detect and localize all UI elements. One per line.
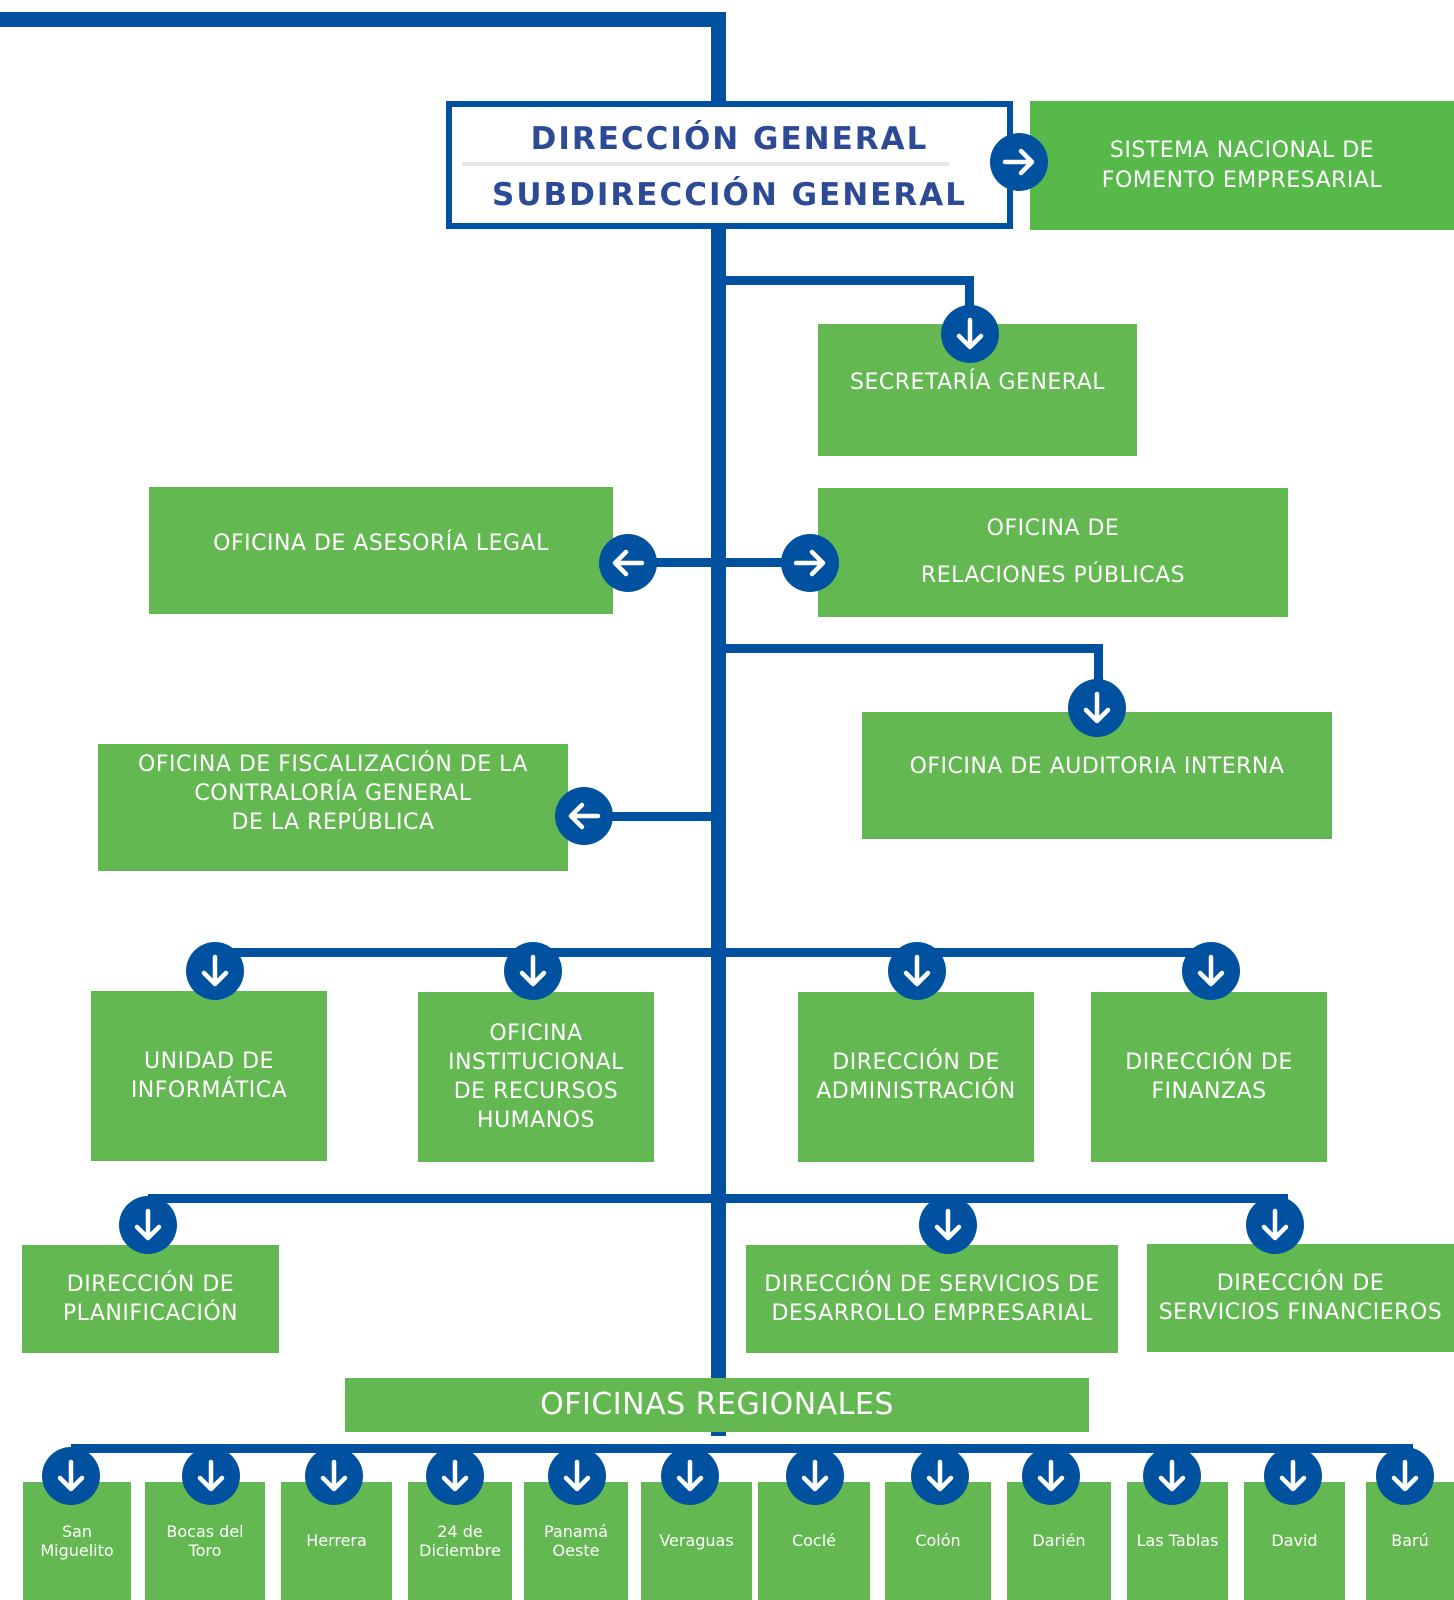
divider (462, 162, 949, 166)
arrow-right-icon (990, 133, 1048, 191)
unit-asesoria-legal: OFICINA DE ASESORÍA LEGAL (149, 487, 613, 614)
arrow-down-icon (548, 1447, 606, 1505)
connector-line (711, 12, 726, 104)
unit-label: UNIDAD DE INFORMÁTICA (130, 1048, 288, 1103)
unit-label: SECRETARÍA GENERAL (849, 370, 1106, 395)
arrow-down-icon (1022, 1447, 1080, 1505)
regional-office-label: Coclé (791, 1531, 837, 1551)
connector-line (0, 12, 726, 27)
regional-office-label: Las Tablas (1136, 1531, 1219, 1551)
connector-line (71, 1444, 1413, 1453)
arrow-left-icon (599, 534, 657, 592)
unit-servicios-financieros: DIRECCIÓN DE SERVICIOS FINANCIEROS (1147, 1244, 1454, 1352)
oficinas-regionales-banner: OFICINAS REGIONALES (345, 1378, 1089, 1432)
unit-label: OFICINA DE ASESORÍA LEGAL (213, 531, 549, 556)
arrow-down-icon (661, 1447, 719, 1505)
banner-label: OFICINAS REGIONALES (540, 1387, 894, 1423)
head-box: DIRECCIÓN GENERAL SUBDIRECCIÓN GENERAL (446, 101, 1013, 229)
unit-recursos-humanos: OFICINA INSTITUCIONAL DE RECURSOS HUMANO… (418, 992, 654, 1162)
arrow-down-icon (1143, 1447, 1201, 1505)
arrow-down-icon (182, 1447, 240, 1505)
connector-line (148, 1194, 1288, 1203)
arrow-down-icon (786, 1447, 844, 1505)
arrow-down-icon (941, 305, 999, 363)
connector-line (584, 812, 719, 821)
regional-office-label: Colón (915, 1531, 961, 1551)
regional-office-label: Panamá Oeste (543, 1521, 609, 1560)
connector-line (628, 558, 810, 567)
subdireccion-general-title: SUBDIRECCIÓN GENERAL (492, 177, 967, 213)
unit-label: OFICINA INSTITUCIONAL DE RECURSOS HUMANO… (448, 1020, 624, 1134)
unit-label: DIRECCIÓN DE PLANIFICACIÓN (62, 1271, 239, 1326)
arrow-down-icon (1068, 679, 1126, 737)
regional-office-label: Bocas del Toro (166, 1521, 244, 1560)
arrow-left-icon (555, 787, 613, 845)
arrow-down-icon (911, 1447, 969, 1505)
arrow-down-icon (186, 942, 244, 1000)
connector-line (711, 276, 973, 285)
connector-line (213, 948, 1213, 957)
unit-label: OFICINA DE FISCALIZACIÓN DE LA CONTRALOR… (138, 752, 528, 836)
unit-relaciones-publicas: OFICINA DE RELACIONES PÚBLICAS (818, 488, 1288, 617)
connector-line (711, 226, 726, 1436)
unit-planificacion: DIRECCIÓN DE PLANIFICACIÓN (22, 1245, 279, 1353)
unit-finanzas: DIRECCIÓN DE FINANZAS (1091, 992, 1327, 1162)
regional-office-label: Barú (1391, 1531, 1429, 1551)
regional-office-box: Darién (1007, 1482, 1111, 1600)
connector-line (711, 644, 1102, 653)
arrow-down-icon (1376, 1447, 1434, 1505)
unit-label: SISTEMA NACIONAL DE FOMENTO EMPRESARIAL (1101, 138, 1383, 193)
regional-office-label: Veraguas (659, 1531, 734, 1551)
arrow-down-icon (1246, 1196, 1304, 1254)
unit-label: DIRECCIÓN DE ADMINISTRACIÓN (816, 1049, 1016, 1104)
regional-office-label: David (1271, 1531, 1318, 1551)
unit-label: DIRECCIÓN DE SERVICIOS DE DESARROLLO EMP… (764, 1271, 1100, 1326)
direccion-general-title: DIRECCIÓN GENERAL (530, 121, 929, 157)
regional-office-label: 24 de Diciembre (419, 1521, 501, 1560)
regional-office-label: Darién (1032, 1531, 1086, 1551)
unit-sistema-nacional: SISTEMA NACIONAL DE FOMENTO EMPRESARIAL (1030, 101, 1454, 230)
arrow-right-icon (781, 534, 839, 592)
arrow-down-icon (919, 1196, 977, 1254)
unit-label: OFICINA DE AUDITORIA INTERNA (909, 754, 1285, 779)
arrow-down-icon (888, 942, 946, 1000)
unit-informatica: UNIDAD DE INFORMÁTICA (91, 991, 327, 1161)
arrow-down-icon (119, 1196, 177, 1254)
unit-fiscalizacion: OFICINA DE FISCALIZACIÓN DE LA CONTRALOR… (98, 744, 568, 871)
arrow-down-icon (426, 1447, 484, 1505)
arrow-down-icon (1182, 942, 1240, 1000)
arrow-down-icon (305, 1447, 363, 1505)
unit-administracion: DIRECCIÓN DE ADMINISTRACIÓN (798, 992, 1034, 1162)
unit-label: OFICINA DE RELACIONES PÚBLICAS (920, 516, 1186, 588)
regional-office-label: San Miguelito (40, 1521, 114, 1560)
connector-line (1094, 644, 1103, 708)
arrow-down-icon (42, 1447, 100, 1505)
unit-label: DIRECCIÓN DE FINANZAS (1125, 1049, 1293, 1104)
unit-label: DIRECCIÓN DE SERVICIOS FINANCIEROS (1158, 1270, 1443, 1325)
unit-desarrollo-empresarial: DIRECCIÓN DE SERVICIOS DE DESARROLLO EMP… (746, 1245, 1118, 1353)
unit-secretaria-general: SECRETARÍA GENERAL (818, 324, 1137, 456)
regional-office-label: Herrera (306, 1531, 367, 1551)
arrow-down-icon (504, 942, 562, 1000)
connector-line (965, 276, 974, 316)
arrow-down-icon (1264, 1447, 1322, 1505)
